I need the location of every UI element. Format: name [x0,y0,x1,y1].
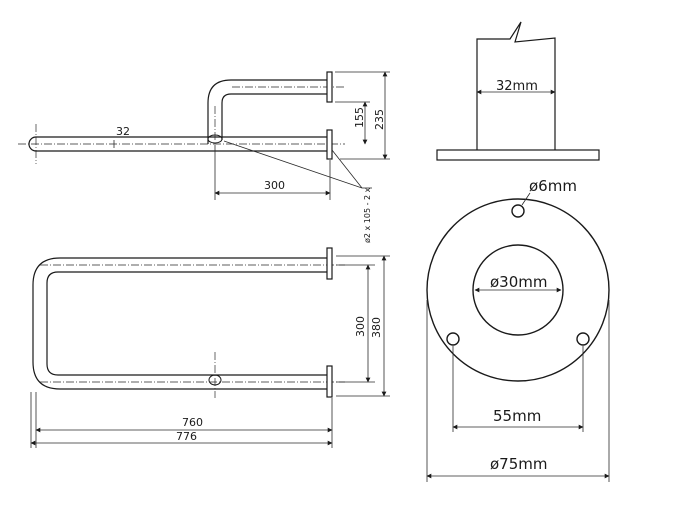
dim-front-300-label: 300 [354,316,367,337]
dim-776-label: 776 [176,430,197,443]
top-bar [28,136,328,152]
screw-hole-right [576,332,590,346]
front-u-outer [32,257,328,390]
front-joint [208,374,222,386]
top-arm-outer [207,79,328,144]
dim-75-label: ø75mm [490,455,548,473]
base-plate [436,149,600,161]
dim-front-380-label: 380 [370,317,383,338]
tube-outline [476,21,556,150]
dim-hole-label: ø6mm [529,177,577,195]
top-view: 32 155 235 300 ø2 x 105 - 2 x [18,71,390,243]
screw-hole-top [511,204,525,218]
dim-center-label: ø30mm [490,273,548,291]
dim-tube-label: 32mm [496,79,538,94]
front-u-inner [46,271,328,376]
dim-55-label: 55mm [493,407,541,425]
hole-leader [521,192,531,206]
side-view: 32mm [436,21,600,161]
top-arm-inner [221,93,328,140]
top-flange-lower [326,129,333,160]
screw-leader-2 [331,149,363,189]
dim-235-label: 235 [373,109,386,130]
top-flange-upper [326,71,333,103]
flange-view: ø6mm ø30mm 55mm ø75mm [426,177,610,482]
front-flange-upper [326,247,333,280]
dim-155-label: 155 [353,107,366,128]
front-flange-lower [326,365,333,398]
front-view: 300 380 760 776 [30,247,390,448]
dim-760-label: 760 [182,416,203,429]
screw-hole-left [446,332,460,346]
joint-ellipse [207,134,223,144]
screw-leader-1 [223,140,363,189]
dim-32-label: 32 [116,125,130,138]
dim-300-label: 300 [264,179,285,192]
screw-note: ø2 x 105 - 2 x [363,187,372,243]
